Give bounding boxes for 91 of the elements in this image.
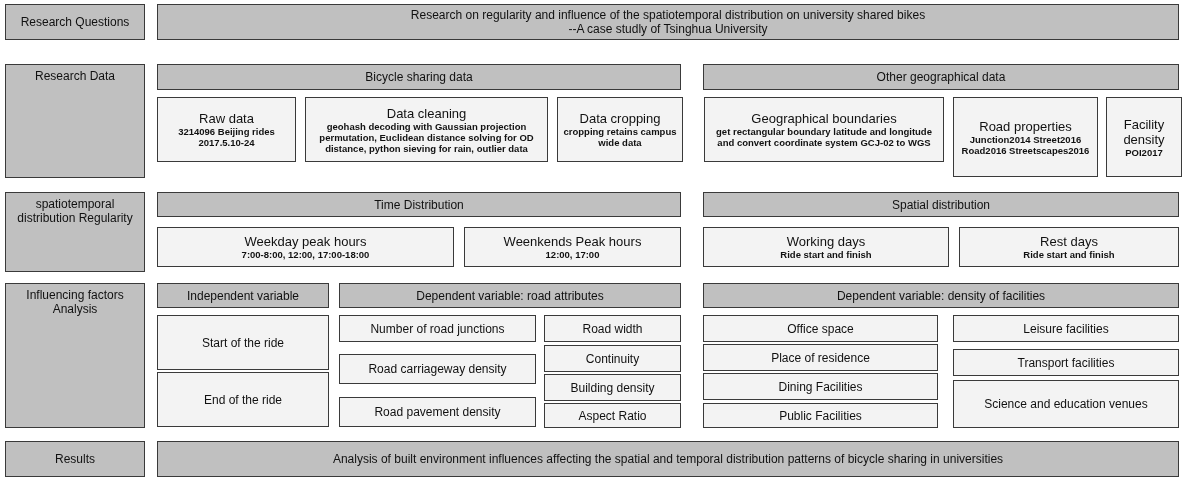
item-box — [703, 373, 938, 400]
content-box — [157, 97, 296, 162]
header-bar — [703, 283, 1179, 308]
header-text: Research on regularity and influence of the spatiotemporal distribution on university shared bikes — [410, 8, 926, 22]
item-box — [157, 315, 329, 370]
row-label: Research Questions — [20, 15, 130, 29]
content-box — [953, 97, 1098, 177]
item-text: Science and education venues — [984, 397, 1148, 411]
item-text: Public Facilities — [779, 408, 862, 423]
box-heading: Raw data — [199, 111, 254, 126]
item-box — [953, 380, 1179, 428]
item-box — [339, 315, 536, 342]
item-text: Place of residence — [771, 350, 870, 365]
row-label-box — [5, 192, 145, 272]
header-text: Spatial distribution — [891, 197, 991, 212]
item-box — [339, 354, 536, 384]
content-box — [305, 97, 548, 162]
item-text: Aspect Ratio — [578, 408, 647, 423]
box-heading: Facility density — [1122, 116, 1166, 147]
item-text: Road width — [582, 321, 643, 336]
item-box — [157, 372, 329, 427]
header-text: Analysis of built environment influences affecting the spatial and temporal distribution patterns of bicycle sharing in universities — [332, 452, 1004, 466]
item-text: Continuity — [585, 351, 640, 366]
item-text: Dining Facilities — [778, 379, 863, 394]
header-bar — [157, 4, 1179, 40]
box-heading: Data cropping — [579, 111, 661, 126]
box-heading: Weenkends Peak hours — [503, 234, 642, 249]
row-label-box — [5, 283, 145, 428]
item-text: Office space — [787, 321, 854, 336]
row-label: Results — [55, 452, 95, 466]
content-box — [557, 97, 683, 162]
header-bar — [703, 64, 1179, 90]
box-text: Ride start and finish — [1023, 249, 1115, 260]
box-text: 3214096 Beijing rides 2017.5.10-24 — [177, 126, 276, 148]
item-box — [544, 403, 681, 428]
item-box — [339, 397, 536, 427]
header-subtitle: --A case studly of Tsinghua University — [568, 22, 768, 36]
row-label: spatiotemporal distribution Regularity — [16, 197, 134, 225]
header-text: Independent variable — [186, 288, 300, 303]
header-text: Bicycle sharing data — [365, 70, 473, 84]
item-box — [953, 349, 1179, 376]
item-text: Start of the ride — [201, 335, 284, 350]
item-text: Leisure facilities — [1023, 321, 1109, 336]
header-bar — [703, 192, 1179, 217]
row-label-box — [5, 64, 145, 178]
row-label: Research Data — [34, 69, 115, 83]
row-label: Influencing factors Analysis — [25, 288, 125, 316]
item-box — [703, 344, 938, 371]
item-text: Number of road junctions — [370, 321, 505, 336]
header-bar — [157, 192, 681, 217]
box-heading: Rest days — [1040, 234, 1098, 249]
item-box — [703, 315, 938, 342]
box-text: 12:00, 17:00 — [545, 249, 600, 260]
box-heading: Road properties — [979, 118, 1072, 134]
box-text: get rectangular boundary latitude and longitude and convert coordinate system GCJ-02 to WGS — [715, 126, 933, 148]
item-text: End of the ride — [203, 392, 283, 407]
header-text: Dependent variable: density of facilities — [836, 288, 1046, 303]
box-heading: Working days — [786, 234, 866, 249]
content-box — [464, 227, 681, 267]
row-label-box — [5, 441, 145, 477]
box-heading: Data cleaning — [386, 105, 467, 121]
box-heading: Geographical boundaries — [751, 111, 897, 126]
header-bar — [157, 64, 681, 90]
row-label-box — [5, 4, 145, 40]
box-heading: Weekday peak hours — [244, 234, 367, 249]
header-text: Dependent variable: road attributes — [416, 288, 604, 303]
content-box — [157, 227, 454, 267]
item-box — [953, 315, 1179, 342]
item-text: Road carriageway density — [368, 362, 507, 376]
header-text: Time Distribution — [374, 197, 464, 212]
content-box — [1106, 97, 1182, 177]
box-text: Ride start and finish — [780, 249, 872, 260]
box-text: geohash decoding with Gaussian projection permutation, Euclidean distance solving for OD distance, python sieving for rain, outlier data — [318, 120, 535, 154]
box-text: Junction2014 Street2016 Road2016 Streetscapes2016 — [960, 133, 1091, 156]
content-box — [959, 227, 1179, 267]
item-text: Road pavement density — [374, 405, 501, 419]
item-box — [703, 403, 938, 428]
header-bar — [157, 283, 329, 308]
header-text: Other geographical data — [876, 70, 1006, 84]
header-bar — [339, 283, 681, 308]
box-text: POI2017 — [1125, 146, 1163, 158]
item-text: Building density — [570, 380, 655, 395]
content-box — [704, 97, 944, 162]
box-text: 7:00-8:00, 12:00, 17:00-18:00 — [241, 249, 370, 260]
content-box — [703, 227, 949, 267]
item-box — [544, 315, 681, 342]
header-bar — [157, 441, 1179, 477]
item-box — [544, 374, 681, 401]
box-text: cropping retains campus wide data — [562, 126, 678, 148]
item-box — [544, 345, 681, 372]
item-text: Transport facilities — [1017, 355, 1115, 370]
